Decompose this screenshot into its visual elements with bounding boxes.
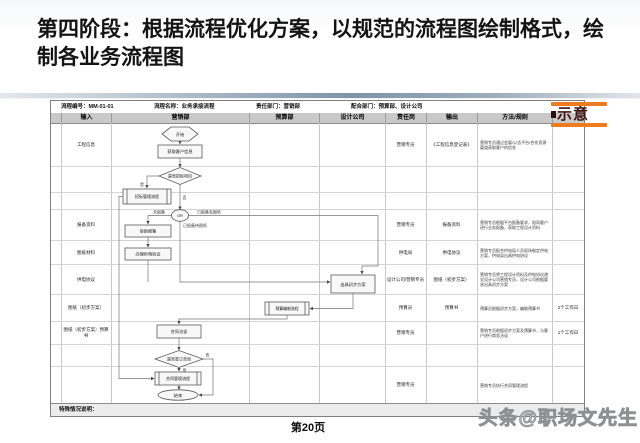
watermark: 头条@职场文先生 bbox=[478, 408, 638, 430]
header-design-company: 设计公司 bbox=[319, 113, 385, 123]
resp-dept-label: 责任部门：营销部 bbox=[256, 104, 301, 110]
schematic-stamp: 示意 bbox=[551, 102, 607, 127]
table-row bbox=[51, 167, 584, 193]
table-row bbox=[51, 193, 584, 210]
cell-output bbox=[426, 322, 477, 344]
cell-post: 营销专员 bbox=[396, 382, 415, 388]
cell-time: 2个工作日 bbox=[557, 305, 579, 311]
stamp-square-icon bbox=[551, 111, 556, 118]
cell-time: 1个工作日 bbox=[557, 330, 579, 336]
header-blank bbox=[51, 113, 61, 123]
cell-method: 营销专员执行合同管理流程 bbox=[480, 382, 528, 388]
cell-time bbox=[552, 210, 584, 240]
cell-post: 营销专员 bbox=[396, 330, 415, 336]
special-notes-row: 特殊情况说明： bbox=[51, 403, 584, 416]
cell-method: 营销专员根据平台报备要求，陪同客户进行业务报备，获取工程设计资料 bbox=[480, 220, 548, 230]
cell-output: 图纸（初步方案） bbox=[433, 276, 470, 282]
cell-input: 图纸（初步方案） bbox=[68, 305, 104, 311]
table-header-row: 输入 营销部 预算部 设计公司 责任岗 输出 方法/规则 bbox=[51, 113, 584, 124]
cell-method: 营销专员配合供电局人员现场制定供电方案，供电局出具供电协议 bbox=[480, 247, 548, 258]
cell-time bbox=[552, 265, 584, 294]
header-output: 输出 bbox=[426, 113, 477, 123]
stamp-label: 示意 bbox=[557, 106, 590, 123]
cell-input: 图纸材料 bbox=[77, 249, 95, 255]
table-row: 工程信息 营销专员 《工程信息登记表》 营销专员通过会展/公告平台/合作资源渠道… bbox=[51, 123, 584, 167]
coop-dept-label: 配合部门：预算部、设计公司 bbox=[351, 104, 423, 110]
header-responsible-post: 责任岗 bbox=[385, 113, 426, 123]
flow-no-label: 流程编号：MM-01-01 bbox=[61, 104, 114, 110]
cell-output: 报备资料 bbox=[442, 222, 461, 228]
cell-method: 营销专员通过会展/公告平台/合作资源渠道获取客户的信息 bbox=[480, 139, 547, 150]
cell-input: 图纸（初步方案）预算书 bbox=[63, 327, 109, 338]
cell-method: 营销专员将工程设计资料及供电协议递交设计公司营销专员，设计公司根据要求出具初步方… bbox=[480, 272, 548, 287]
flow-name-label: 流程名称：业务承接流程 bbox=[154, 104, 215, 110]
table-body: 工程信息 营销专员 《工程信息登记表》 营销专员通过会展/公告平台/合作资源渠道… bbox=[51, 123, 584, 403]
header-last bbox=[552, 113, 584, 123]
cell-output: 预算书 bbox=[444, 305, 459, 311]
header-input: 输入 bbox=[61, 113, 111, 123]
table-row: 图纸材料 供电局 供电协议 营销专员配合供电局人员现场制定供电方案，供电局出具供… bbox=[51, 241, 584, 265]
header-method: 方法/规则 bbox=[477, 113, 552, 123]
page-number: 第20页 bbox=[290, 422, 326, 434]
cell-post: 营销专员 bbox=[396, 141, 415, 147]
cell-post: 设计公司/营销专员 bbox=[386, 276, 425, 282]
cell-time bbox=[552, 241, 584, 264]
table-row: 营销专员 营销专员执行合同管理流程 bbox=[51, 367, 584, 403]
flowchart-table: 流程编号：MM-01-01 流程名称：业务承接流程 责任部门：营销部 配合部门：… bbox=[50, 100, 585, 417]
stamp-bar-bottom bbox=[551, 123, 607, 127]
cell-input: 报备资料 bbox=[77, 222, 95, 228]
cell-input: 工程信息 bbox=[77, 141, 95, 147]
stamp-bar-top bbox=[551, 102, 607, 106]
slide-title: 第四阶段：根据流程优化方案，以规范的流程图绘制格式，绘制各业务流程图 bbox=[37, 18, 604, 69]
header-budget-dept: 预算部 bbox=[249, 113, 319, 123]
cell-post: 营销专员 bbox=[396, 222, 415, 228]
table-row: 图纸（初步方案）预算书 营销专员 营销专员根据初步方案及预算书，与客户进行商务洽… bbox=[51, 322, 584, 345]
cell-method: 营销专员根据初步方案及预算书，与客户进行商务洽谈 bbox=[480, 328, 548, 338]
table-row: 供电协议 设计公司/营销专员 图纸（初步方案） 营销专员将工程设计资料及供电协议… bbox=[51, 265, 584, 295]
header-marketing-dept: 营销部 bbox=[111, 113, 249, 123]
cell-method: 预算员根据初步方案，编制预算书 bbox=[480, 305, 540, 311]
table-row bbox=[51, 345, 584, 367]
cell-input: 供电协议 bbox=[77, 276, 95, 282]
table-row: 报备资料 营销专员 报备资料 营销专员根据平台报备要求，陪同客户进行业务报备，获… bbox=[51, 210, 584, 241]
cell-output: 供电协议 bbox=[442, 249, 461, 255]
cell-post: 预算员 bbox=[398, 305, 413, 311]
table-row: 图纸（初步方案） 预算员 预算书 预算员根据初步方案，编制预算书 2个工作日 bbox=[51, 295, 584, 322]
title-divider bbox=[0, 93, 640, 99]
cell-time bbox=[552, 123, 584, 166]
cell-output: 《工程信息登记表》 bbox=[431, 141, 472, 147]
cell-post: 供电局 bbox=[398, 249, 413, 255]
